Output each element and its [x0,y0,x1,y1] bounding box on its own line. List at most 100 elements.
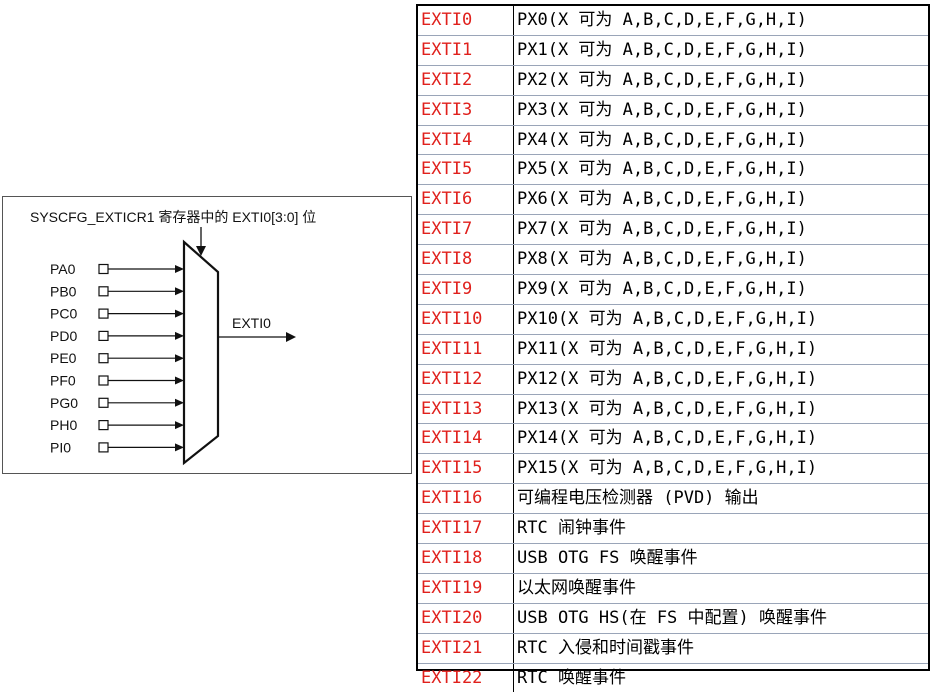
exti-line-source: PX6(X 可为 A,B,C,D,E,F,G,H,I) [513,184,928,216]
exti-line-name: EXTI21 [418,633,514,664]
exti-line-source: PX14(X 可为 A,B,C,D,E,F,G,H,I) [513,423,928,455]
output-arrow-head [286,332,296,342]
exti-line-name: EXTI0 [418,6,514,36]
control-arrow-head [196,246,206,256]
exti-line-name: EXTI13 [418,394,514,425]
mux-input-pin-box [98,375,109,386]
exti-line-name: EXTI17 [418,513,514,545]
exti-line-name: EXTI5 [418,154,514,186]
exti-line-source: PX10(X 可为 A,B,C,D,E,F,G,H,I) [513,304,928,335]
exti-line-source: PX3(X 可为 A,B,C,D,E,F,G,H,I) [513,95,928,126]
exti-line-source: PX12(X 可为 A,B,C,D,E,F,G,H,I) [513,364,928,395]
exti-line-source: PX5(X 可为 A,B,C,D,E,F,G,H,I) [513,154,928,186]
exti-line-source: PX8(X 可为 A,B,C,D,E,F,G,H,I) [513,244,928,276]
mux-input-arrow-head [175,309,184,318]
exti-line-name: EXTI7 [418,214,514,246]
exti-line-name: EXTI15 [418,453,514,485]
mux-input-arrow-head [175,287,184,296]
exti-line-source: RTC 入侵和时间戳事件 [513,633,928,664]
mux-input-arrow-head [175,443,184,452]
exti-line-source: USB OTG HS(在 FS 中配置) 唤醒事件 [513,603,928,634]
exti-line-name: EXTI4 [418,125,514,156]
exti-line-source: PX1(X 可为 A,B,C,D,E,F,G,H,I) [513,35,928,66]
exti-line-source: 可编程电压检测器 (PVD) 输出 [513,483,928,515]
exti-line-name: EXTI19 [418,573,514,604]
exti-line-name: EXTI6 [418,184,514,216]
exti-line-source: PX9(X 可为 A,B,C,D,E,F,G,H,I) [513,274,928,305]
mux-input-arrow-head [175,331,184,340]
mux-input-label: PE0 [50,350,77,366]
mux-input-label: PD0 [50,328,77,344]
exti-line-source: PX4(X 可为 A,B,C,D,E,F,G,H,I) [513,125,928,156]
mux-input-pin-box [98,263,109,275]
mux-input-label: PI0 [50,439,71,455]
mux-input-pin-box [98,286,109,297]
exti-line-name: EXTI10 [418,304,514,335]
mux-input-arrow-head [175,398,184,407]
exti-line-name: EXTI9 [418,274,514,305]
mux-input-label: PB0 [50,283,77,299]
mux-input-arrow-head [175,354,184,363]
mux-input-pin-box [98,420,109,431]
mux-trapezoid [182,239,220,466]
mux-input-pin-box [98,397,109,408]
exti-line-name: EXTI12 [418,364,514,395]
exti-line-name: EXTI20 [418,603,514,634]
mux-input-label: PA0 [50,261,76,277]
mux-input-arrow-head [175,265,184,273]
mux-input-label: PC0 [50,306,77,322]
mux-input-arrow-head [175,421,184,430]
mux-input-pin-box [98,308,109,319]
exti-line-source: RTC 唤醒事件 [517,667,626,688]
mux-input-pin-box [98,353,109,364]
multiplexer-diagram: SYSCFG_EXTICR1 寄存器中的 EXTI0[3:0] 位 PA0PB0… [2,196,412,474]
exti-line-name: EXTI1 [418,35,514,66]
exti-line-name: EXTI2 [418,65,514,96]
exti-line-name: EXTI16 [418,483,514,515]
exti-line-source: PX13(X 可为 A,B,C,D,E,F,G,H,I) [513,394,928,425]
exti-line-source: PX2(X 可为 A,B,C,D,E,F,G,H,I) [513,65,928,96]
exti-line-name: EXTI8 [418,244,514,276]
mux-input-label: PH0 [50,417,77,433]
mux-input-label: PG0 [50,395,78,411]
exti-line-source: PX7(X 可为 A,B,C,D,E,F,G,H,I) [513,214,928,246]
mux-input-label: PF0 [50,373,76,389]
exti-line-name: EXTI22 [418,663,514,692]
mux-input-pin-box [98,330,109,341]
exti-line-source: RTC 闹钟事件 [513,513,928,545]
mux-input-arrow-head [175,376,184,385]
exti-line-name: EXTI3 [418,95,514,126]
control-register-label: SYSCFG_EXTICR1 寄存器中的 EXTI0[3:0] 位 [30,209,316,225]
mux-input-pin-box [98,442,109,453]
exti-line-name: EXTI14 [418,423,514,455]
exti-line-source: PX0(X 可为 A,B,C,D,E,F,G,H,I) [513,6,928,36]
